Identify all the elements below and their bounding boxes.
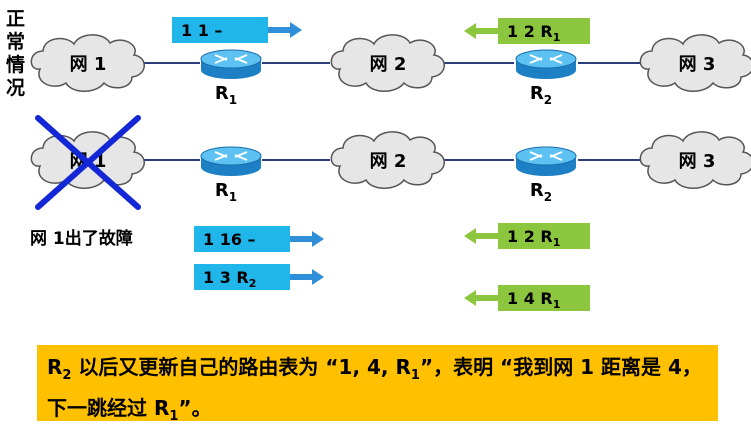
caption-sub-1: 2 bbox=[62, 368, 72, 383]
network-row-1: 网 1 网 2 网 3 R1 R2 bbox=[30, 34, 751, 107]
route-entry-r1-fault: 1 16 – bbox=[194, 226, 324, 252]
router-arrows-icon bbox=[214, 151, 248, 161]
route-text-sub: 2 bbox=[249, 277, 257, 290]
caption-box: R2 以后又更新自己的路由表为 “1, 4, R1”，表明 “我到网 1 距离是… bbox=[37, 345, 718, 424]
route-entry-r2-normal: 1 2 R1 bbox=[464, 18, 590, 44]
cloud-label: 网 2 bbox=[370, 54, 407, 75]
route-entry-r1-normal: 1 1 – bbox=[172, 17, 302, 43]
route-text: 1 2 R1 bbox=[507, 22, 560, 44]
cloud-net3-row1: 网 3 bbox=[639, 34, 751, 92]
router-label: R1 bbox=[215, 83, 237, 107]
cloud-label: 网 2 bbox=[370, 151, 407, 172]
fault-label: 网 1出了故障 bbox=[30, 229, 133, 249]
side-label-normal: 正常情况 bbox=[6, 8, 26, 99]
route-arrow-right-icon bbox=[290, 269, 324, 285]
route-text: 1 4 R1 bbox=[507, 289, 560, 311]
router-label: R2 bbox=[530, 180, 552, 204]
router-arrows-icon bbox=[529, 151, 563, 161]
failure-cross-icon bbox=[35, 115, 141, 210]
caption-sub-3: 1 bbox=[169, 409, 179, 424]
route-arrow-left-icon bbox=[464, 290, 498, 306]
route-text-sub: 1 bbox=[553, 236, 561, 249]
router-icon-top bbox=[200, 49, 262, 69]
router-icon-top bbox=[200, 146, 262, 166]
route-arrow-right-icon bbox=[290, 231, 324, 247]
caption-text-1: R bbox=[47, 355, 63, 379]
route-box bbox=[498, 285, 590, 311]
router-label: R1 bbox=[215, 180, 237, 204]
router-icon-top bbox=[515, 49, 577, 69]
cloud-net2-row2: 网 2 bbox=[330, 131, 446, 189]
route-text-sub: 1 bbox=[553, 31, 561, 44]
route-text: 1 16 – bbox=[203, 230, 256, 249]
router-label-sub: 2 bbox=[544, 190, 552, 204]
route-box bbox=[498, 18, 590, 44]
route-box bbox=[172, 17, 268, 43]
cloud-label: 网 3 bbox=[679, 54, 716, 75]
router-icon-top bbox=[515, 146, 577, 166]
cloud-net2-row1: 网 2 bbox=[330, 34, 446, 92]
router-r2-row1: R2 bbox=[515, 49, 577, 107]
route-arrow-right-icon bbox=[268, 22, 302, 38]
router-label-sub: 2 bbox=[544, 93, 552, 107]
cloud-label: 网 3 bbox=[679, 151, 716, 172]
route-arrow-left-icon bbox=[464, 23, 498, 39]
route-text: 1 2 R1 bbox=[507, 227, 560, 249]
route-text: 1 1 – bbox=[181, 21, 222, 40]
route-text-sub: 1 bbox=[553, 298, 561, 311]
route-arrow-left-icon bbox=[464, 228, 498, 244]
router-r1-row1: R1 bbox=[200, 49, 262, 107]
cloud-net1-row1: 网 1 bbox=[30, 34, 146, 92]
caption-text-4: ”。 bbox=[178, 396, 212, 420]
router-arrows-icon bbox=[529, 54, 563, 64]
cloud-label: 网 1 bbox=[70, 54, 107, 75]
router-label: R2 bbox=[530, 83, 552, 107]
route-entry-r2-updated: 1 4 R1 bbox=[464, 285, 590, 311]
router-r2-row2: R2 bbox=[515, 146, 577, 204]
caption-text-3: ”，表明 “我到网 1 距离是 4，下一跳经过 R bbox=[47, 355, 702, 420]
cross-stroke-2 bbox=[35, 115, 141, 210]
route-text: 1 3 R2 bbox=[203, 268, 256, 290]
router-label-sub: 1 bbox=[229, 93, 237, 107]
router-arrows-icon bbox=[214, 54, 248, 64]
router-r1-row2: R1 bbox=[200, 146, 262, 204]
route-entry-r2-fault: 1 2 R1 bbox=[464, 223, 590, 249]
router-label-sub: 1 bbox=[229, 190, 237, 204]
cloud-net3-row2: 网 3 bbox=[639, 131, 751, 189]
route-box bbox=[498, 223, 590, 249]
route-entry-r1-updated: 1 3 R2 bbox=[194, 264, 324, 290]
caption-sub-2: 1 bbox=[410, 368, 420, 383]
caption-text-2: 以后又更新自己的路由表为 “1, 4, R bbox=[71, 355, 411, 379]
route-box bbox=[194, 226, 290, 252]
route-box bbox=[194, 264, 290, 290]
